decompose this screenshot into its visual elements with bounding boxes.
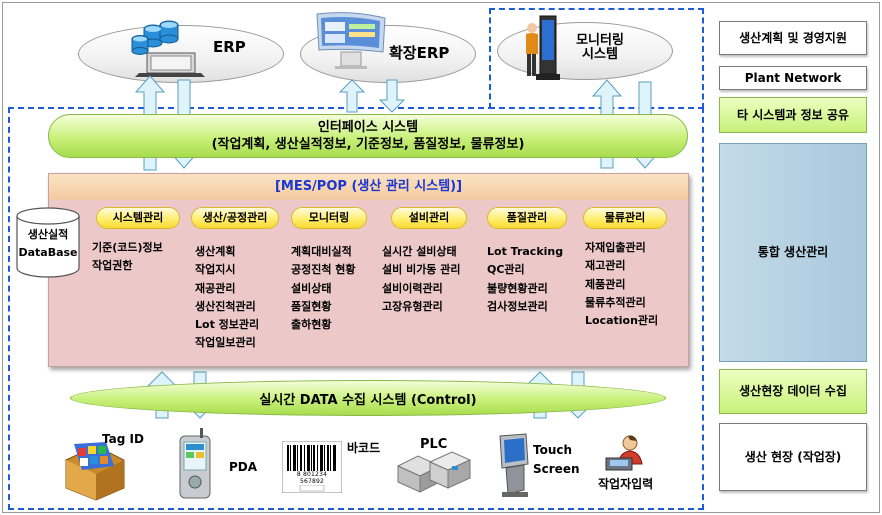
list-item: 작업일보관리: [195, 336, 256, 350]
list-item: 생산계획: [195, 245, 236, 258]
ext-erp-label: 확장ERP: [389, 44, 450, 62]
pda-icon: [179, 428, 211, 499]
list-item: 기준(코드)정보: [92, 241, 163, 254]
side-data-collection: 생산현장 데이터 수집: [719, 369, 867, 414]
list-item: 설비 비가동 관리: [382, 263, 461, 277]
list-item: 작업권한: [92, 259, 133, 273]
list-item: 출하현황: [291, 318, 332, 332]
list-item: 작업지시: [195, 263, 236, 277]
barcode-icon: [282, 441, 342, 493]
operator-icon: [605, 435, 643, 471]
module-items-monitoring: 계획대비실적 공정진척 현황 설비상태 품질현황 출하현황: [291, 243, 356, 334]
touch-screen-label: Touch Screen: [533, 441, 580, 479]
touch-screen-label-line1: Touch: [533, 443, 573, 457]
module-pill-quality: 품질관리: [487, 207, 567, 229]
database-label-line2: DataBase: [18, 246, 78, 259]
side-integrated-production: 통합 생산관리: [719, 143, 867, 362]
monitoring-label-line1: 모니터링: [576, 33, 624, 48]
monitor-screens-icon: [316, 12, 386, 69]
monitoring-label: 모니터링 시스템: [569, 34, 631, 62]
list-item: 실시간 설비상태: [382, 245, 457, 258]
pda-label: PDA: [229, 460, 258, 474]
list-item: QC관리: [487, 263, 525, 277]
list-item: 고장유형관리: [382, 299, 443, 313]
erp-label: ERP: [213, 38, 246, 56]
list-item: 재공관리: [195, 281, 236, 295]
module-items-equipment: 실시간 설비상태 설비 비가동 관리 설비이력관리 고장유형관리: [382, 243, 461, 316]
monitoring-label-line2: 시스템: [582, 47, 618, 62]
list-item: Lot Tracking: [487, 245, 564, 258]
side-plant-network: Plant Network: [719, 66, 867, 90]
mes-box: [MES/POP (생산 관리 시스템)]: [48, 173, 689, 367]
list-item: 물류추적관리: [585, 295, 646, 309]
module-pill-system: 시스템관리: [96, 207, 180, 229]
list-item: 생산진척관리: [195, 299, 256, 313]
list-item: 품질현황: [291, 299, 332, 313]
module-items-production: 생산계획 작업지시 재공관리 생산진척관리 Lot 정보관리 작업일보관리: [195, 243, 259, 353]
interface-subtitle: (작업계획, 생산실적정보, 기준정보, 품질정보, 물류정보): [211, 137, 525, 152]
list-item: 재고관리: [585, 259, 626, 273]
operator-label: 작업자입력: [598, 477, 654, 491]
barcode-digits: 8 801234 567892: [284, 471, 340, 485]
tag-id-label: Tag ID: [102, 432, 144, 446]
module-items-system: 기준(코드)정보 작업권한: [92, 239, 163, 276]
list-item: 공정진척 현황: [291, 263, 356, 277]
tag-id-cube-icon: [65, 442, 125, 501]
list-item: Location관리: [585, 314, 659, 328]
list-item: 검사정보관리: [487, 299, 548, 313]
list-item: 계획대비실적: [291, 245, 352, 258]
ext-erp-arrow-down: [378, 79, 406, 113]
mes-title: [MES/POP (생산 관리 시스템)]: [49, 174, 688, 200]
module-pill-production: 생산/공정관리: [191, 207, 279, 229]
side-shop-floor: 생산 현장 (작업장): [719, 423, 867, 491]
kiosk-person-icon: [526, 15, 560, 80]
side-info-sharing: 타 시스템과 정보 공유: [719, 97, 867, 133]
list-item: 설비이력관리: [382, 281, 443, 295]
database-icon: [16, 207, 80, 278]
touch-screen-icon: [499, 433, 529, 497]
list-item: 제품관리: [585, 277, 626, 291]
interface-title: 인터페이스 시스템: [317, 120, 419, 135]
module-pill-logistics: 물류관리: [583, 207, 667, 229]
module-pill-equipment: 설비관리: [391, 207, 467, 229]
touch-screen-label-line2: Screen: [533, 462, 580, 476]
barcode-label: 바코드: [347, 441, 381, 455]
plc-label: PLC: [420, 437, 448, 452]
list-item: 자재입출관리: [585, 241, 646, 254]
database-label: 생산실적 DataBase: [13, 226, 83, 262]
list-item: Lot 정보관리: [195, 318, 260, 332]
collection-system: [70, 380, 666, 416]
list-item: 설비상태: [291, 281, 332, 295]
module-items-quality: Lot Tracking QC관리 불량현황관리 검사정보관리: [487, 243, 563, 316]
collection-label: 실시간 DATA 수집 시스템 (Control): [259, 393, 477, 408]
database-label-line1: 생산실적: [27, 228, 69, 241]
module-items-logistics: 자재입출관리 재고관리 제품관리 물류추적관리 Location관리: [585, 239, 658, 330]
server-laptop-icon: [131, 20, 205, 77]
module-pill-monitoring: 모니터링: [291, 207, 367, 229]
interface-system: [48, 114, 688, 158]
list-item: 불량현황관리: [487, 281, 548, 295]
side-planning: 생산계획 및 경영지원: [719, 21, 867, 55]
ext-erp-arrow-up: [338, 79, 366, 113]
plc-icon: [396, 451, 472, 493]
